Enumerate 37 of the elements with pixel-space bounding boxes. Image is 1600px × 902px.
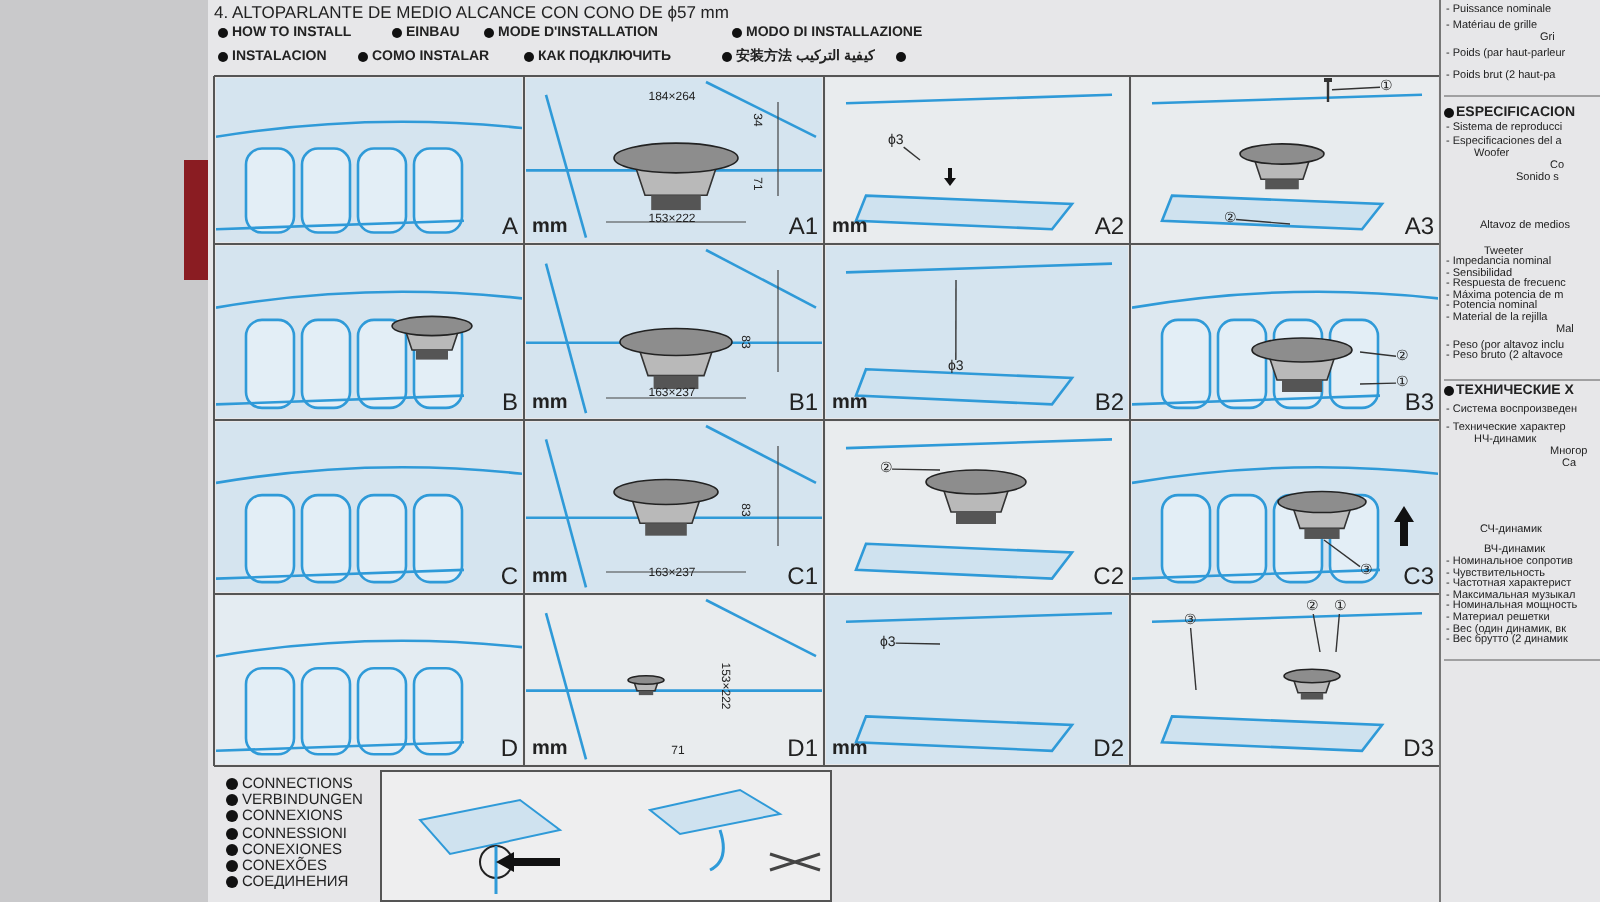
screw-icon [1324,78,1332,102]
panel-label: C3 [1403,564,1434,588]
panel-label: D [500,736,518,760]
panel-label: D1 [787,736,818,760]
unit-label: mm [832,394,868,414]
panel-label: B1 [788,390,818,414]
panel-label: A1 [788,214,818,238]
panel-label: D2 [1093,736,1124,760]
leader-line [894,642,941,645]
leader-line [1235,218,1291,225]
leader-line [1359,382,1397,385]
unit-label: mm [532,568,568,588]
panel-label: B2 [1094,390,1124,414]
leader-line [1335,613,1341,653]
panel-label: C1 [787,564,818,588]
leader-line [902,146,921,161]
panel-label: C2 [1093,564,1124,588]
unit-label: mm [532,740,568,760]
panel-label: A2 [1094,214,1124,238]
leader-line [955,279,957,361]
panel-label: C [500,564,518,588]
panel-label: D3 [1403,736,1434,760]
panel-label: A3 [1404,214,1434,238]
leader-line [891,468,941,471]
panel-label: B [501,390,518,414]
panel-label: A [501,214,518,238]
leader-line [1323,539,1361,568]
leader-line [1331,86,1381,91]
panel-label: B3 [1404,390,1434,414]
leader-line [1359,351,1397,357]
header-text: 4. ALTOPARLANTE DE MEDIO ALCANCE CON CONO DE ϕ57 mm [214,4,729,21]
unit-label: mm [532,394,568,414]
unit-label: mm [832,740,868,760]
leader-line [1189,627,1197,691]
unit-label: mm [532,218,568,238]
unit-label: mm [832,218,868,238]
leader-line [1312,613,1321,653]
